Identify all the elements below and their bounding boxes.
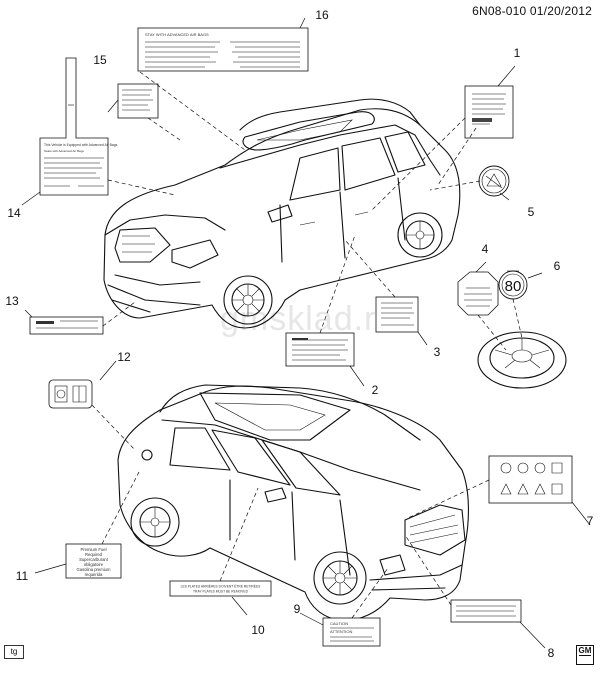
callout-15: 15 [93, 53, 107, 67]
label-16: STAY WITH ADVANCED AIR BAGS [137, 27, 309, 72]
callout-7: 7 [587, 514, 594, 528]
label-10: LES PLATES ARRIÈRES DOIVENT ÊTRE RETIRÉE… [169, 580, 272, 597]
label-3 [375, 296, 419, 333]
label-11: Premium Fuel Required Supercarburant obl… [65, 543, 122, 579]
bottom-vehicle [117, 384, 469, 621]
label-11-line6: requerida [85, 572, 103, 577]
label-14-title: This Vehicle is Equipped with Advanced A… [44, 143, 118, 147]
spare-wheel [477, 331, 567, 389]
callout-14: 14 [7, 206, 21, 220]
callout-4: 4 [482, 242, 489, 256]
label-14: This Vehicle is Equipped with Advanced A… [39, 57, 118, 196]
label-10-line2: TRAY PLATES MUST BE REMOVED [193, 590, 249, 594]
top-vehicle [103, 98, 461, 329]
label-13 [29, 316, 104, 335]
callout-1: 1 [514, 46, 521, 60]
label-7 [488, 455, 573, 504]
leader-lines [21, 17, 591, 649]
label-4 [457, 271, 499, 316]
label-5 [478, 165, 510, 197]
label-2 [285, 332, 355, 367]
callout-12: 12 [117, 350, 131, 364]
label-16-title: STAY WITH ADVANCED AIR BAGS [145, 32, 209, 37]
label-9: CAUTION ATTENTION [322, 617, 381, 647]
label-8 [450, 599, 522, 623]
label-12 [48, 379, 93, 409]
callout-6: 6 [554, 259, 561, 273]
gm-logo: GM [576, 645, 594, 665]
callout-8: 8 [548, 646, 555, 660]
callout-5: 5 [528, 205, 535, 219]
callout-2: 2 [372, 383, 379, 397]
callout-numbers: 1 2 3 4 5 6 7 8 9 10 11 12 13 14 15 16 [5, 8, 593, 660]
corner-tag: tg [4, 645, 24, 659]
callout-16: 16 [315, 8, 329, 22]
gm-logo-text: GM [578, 646, 592, 655]
watermark: gmsklad.ru [220, 300, 397, 338]
label-14-sub: Seats with Advanced Air Bags [44, 149, 84, 153]
callout-9: 9 [294, 602, 301, 616]
label-6: 80 [498, 270, 528, 300]
label-11-line2: Required [85, 552, 103, 557]
label-11-line5: Gasolina premium [77, 567, 111, 572]
label-11-line3: Supercarburant [79, 557, 109, 562]
callout-10: 10 [251, 623, 265, 637]
label-11-line4: obligatoire [84, 562, 104, 567]
label-10-line1: LES PLATES ARRIÈRES DOIVENT ÊTRE RETIRÉE… [181, 584, 262, 589]
callout-11: 11 [16, 569, 29, 583]
callout-3: 3 [434, 345, 441, 359]
label-9-sub: ATTENTION [330, 629, 352, 634]
label-9-title: CAUTION [330, 621, 348, 626]
label-1 [464, 85, 514, 139]
callout-13: 13 [5, 294, 19, 308]
label-11-line1: Premium Fuel [80, 547, 106, 552]
diagram-code: 6N08-010 01/20/2012 [472, 4, 592, 18]
label-15 [117, 83, 159, 119]
label-6-value: 80 [505, 278, 522, 295]
